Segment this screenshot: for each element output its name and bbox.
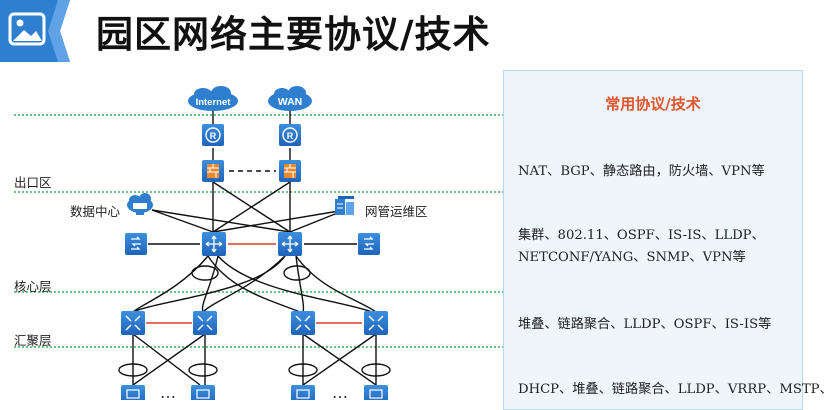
separator-core bbox=[14, 291, 752, 293]
protocol-panel: 常用协议/技术 NAT、BGP、静态路由，防火墙、VPN等 集群、802.11、… bbox=[503, 70, 825, 410]
switch-icon bbox=[364, 385, 388, 400]
switch-icon bbox=[193, 311, 217, 335]
cloud-icon bbox=[268, 86, 312, 111]
protocols-aggregation: 堆叠、链路聚合、LLDP、OSPF、IS-IS等 bbox=[518, 317, 772, 332]
server-icon bbox=[335, 196, 354, 215]
protocols-core-line1: 集群、802.11、OSPF、IS-IS、LLDP、 bbox=[518, 228, 765, 243]
svg-text:R: R bbox=[210, 131, 217, 141]
svg-text:R: R bbox=[287, 131, 294, 141]
zone-label-exit: 出口区 bbox=[14, 175, 52, 190]
firewall-icon bbox=[279, 160, 301, 182]
switch-icon bbox=[291, 311, 315, 335]
switch-icon bbox=[125, 233, 147, 255]
protocols-access: DHCP、堆叠、链路聚合、LLDP、VRRP、MSTP、 bbox=[518, 382, 825, 397]
core-switch-icon bbox=[202, 232, 226, 256]
switch-icon bbox=[191, 385, 215, 400]
protocols-core-line2: NETCONF/YANG、SNMP、VPN等 bbox=[518, 250, 746, 265]
separator-exit bbox=[14, 191, 752, 193]
network-topology: Internet WAN R R bbox=[118, 86, 391, 400]
switch-icon bbox=[364, 311, 388, 335]
switch-icon bbox=[358, 233, 380, 255]
cloud-icon bbox=[188, 86, 238, 111]
router-icon: R bbox=[279, 124, 301, 146]
switch-icon bbox=[121, 385, 145, 400]
firewall-icon bbox=[202, 160, 224, 182]
zone-label-core: 核心层 bbox=[14, 279, 52, 294]
nms-label: 网管运维区 bbox=[365, 204, 428, 219]
switch-icon bbox=[121, 311, 145, 335]
separator-top bbox=[14, 114, 752, 116]
page-title: 园区网络主要协议/技术 bbox=[96, 13, 491, 56]
protocols-exit: NAT、BGP、静态路由，防火墙、VPN等 bbox=[518, 164, 765, 179]
image-icon bbox=[0, 0, 70, 62]
wan-label: WAN bbox=[278, 96, 303, 108]
access-ellipsis-right: … bbox=[332, 383, 348, 400]
access-ellipsis-left: … bbox=[160, 383, 176, 400]
datacenter-label: 数据中心 bbox=[70, 204, 121, 219]
switch-icon bbox=[291, 385, 315, 400]
internet-label: Internet bbox=[196, 97, 232, 108]
topology-links bbox=[118, 110, 391, 386]
core-switch-icon bbox=[278, 232, 302, 256]
server-icon bbox=[127, 193, 153, 215]
separator-aggregation bbox=[14, 346, 752, 348]
panel-title: 常用协议/技术 bbox=[605, 95, 701, 113]
zone-label-aggregation: 汇聚层 bbox=[14, 333, 52, 348]
router-icon: R bbox=[202, 124, 224, 146]
